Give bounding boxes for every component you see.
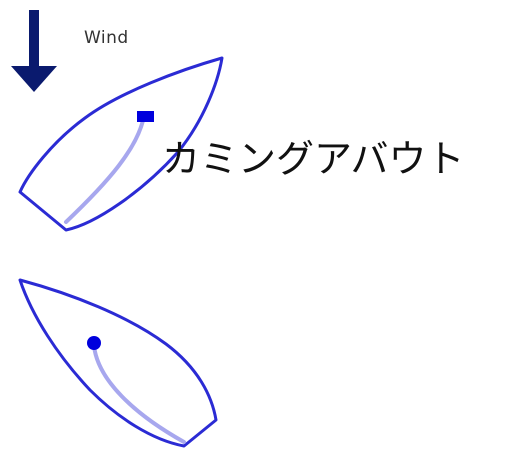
hull-outline xyxy=(20,280,216,446)
boat-after-tack xyxy=(20,280,216,446)
tiller-marker xyxy=(137,111,154,122)
wind-label: Wind xyxy=(84,30,129,47)
maneuver-label: カミングアバウト xyxy=(162,140,464,178)
rudder-wake-path xyxy=(66,116,144,222)
tiller-marker xyxy=(87,336,101,350)
wind-arrow-icon xyxy=(11,10,57,92)
